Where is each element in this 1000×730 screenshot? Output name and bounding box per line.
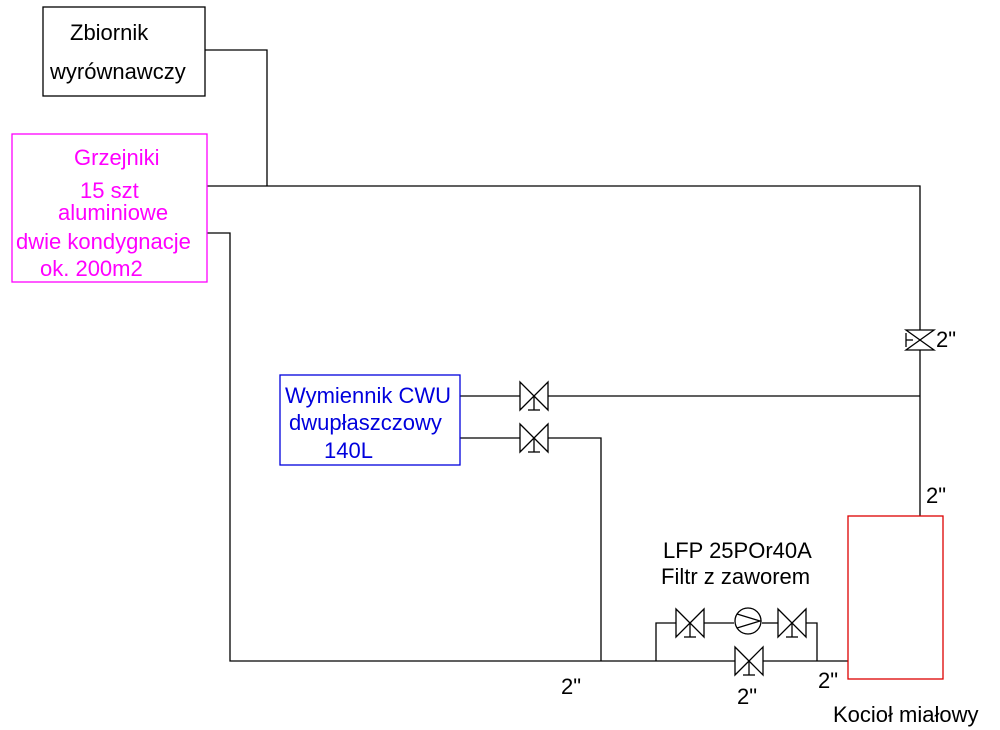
pump-branch-right: [806, 622, 818, 661]
pipes: [205, 49, 921, 662]
exchanger-label-line3: 140L: [324, 438, 373, 463]
pump-branch-left: [655, 622, 676, 661]
pipe-size-boiler-top: 2": [926, 483, 946, 508]
valve-pump-left: [675, 607, 705, 639]
pipe-size-boiler-inlet: 2": [818, 668, 838, 693]
radiators-label-line4: dwie kondygnacje: [16, 229, 191, 254]
valve-exchanger-supply: [519, 380, 549, 412]
pipe-size-return-bottom: 2": [561, 674, 581, 699]
radiators-box: [11, 133, 208, 283]
boiler-box: [847, 515, 944, 680]
exchanger-box: [279, 374, 461, 466]
valve-bypass: [734, 645, 764, 677]
exchanger-label-line2: dwupłaszczowy: [289, 410, 442, 435]
pipe-size-bypass-valve: 2": [737, 684, 757, 709]
valve-riser: [903, 329, 937, 351]
valve-exchanger-return: [519, 422, 549, 454]
radiators-label-line1: Grzejniki: [74, 145, 160, 170]
filter-label: Filtr z zaworem: [661, 564, 810, 589]
radiators-label-line2: 15 szt: [80, 178, 139, 203]
tank-label-line1: Zbiornik: [70, 20, 149, 45]
radiator-return-line: [207, 232, 656, 662]
pipe-size-valve-right: 2": [936, 327, 956, 352]
valve-pump-right: [777, 607, 807, 639]
tank-pipe: [205, 49, 268, 186]
radiators-label-line3: aluminiowe: [58, 200, 168, 225]
exchanger-return-pipe: [548, 437, 602, 661]
exchanger-label-line1: Wymiennik CWU: [285, 383, 451, 408]
pump-icon: [734, 607, 763, 635]
supply-line: [207, 185, 921, 330]
pump-model-label: LFP 25POr40A: [663, 538, 812, 563]
expansion-tank-box: [42, 6, 206, 97]
tank-label-line2: wyrównawczy: [49, 59, 186, 84]
boiler-label: Kocioł miałowy: [833, 702, 979, 727]
radiators-label-line5: ok. 200m2: [40, 256, 143, 281]
